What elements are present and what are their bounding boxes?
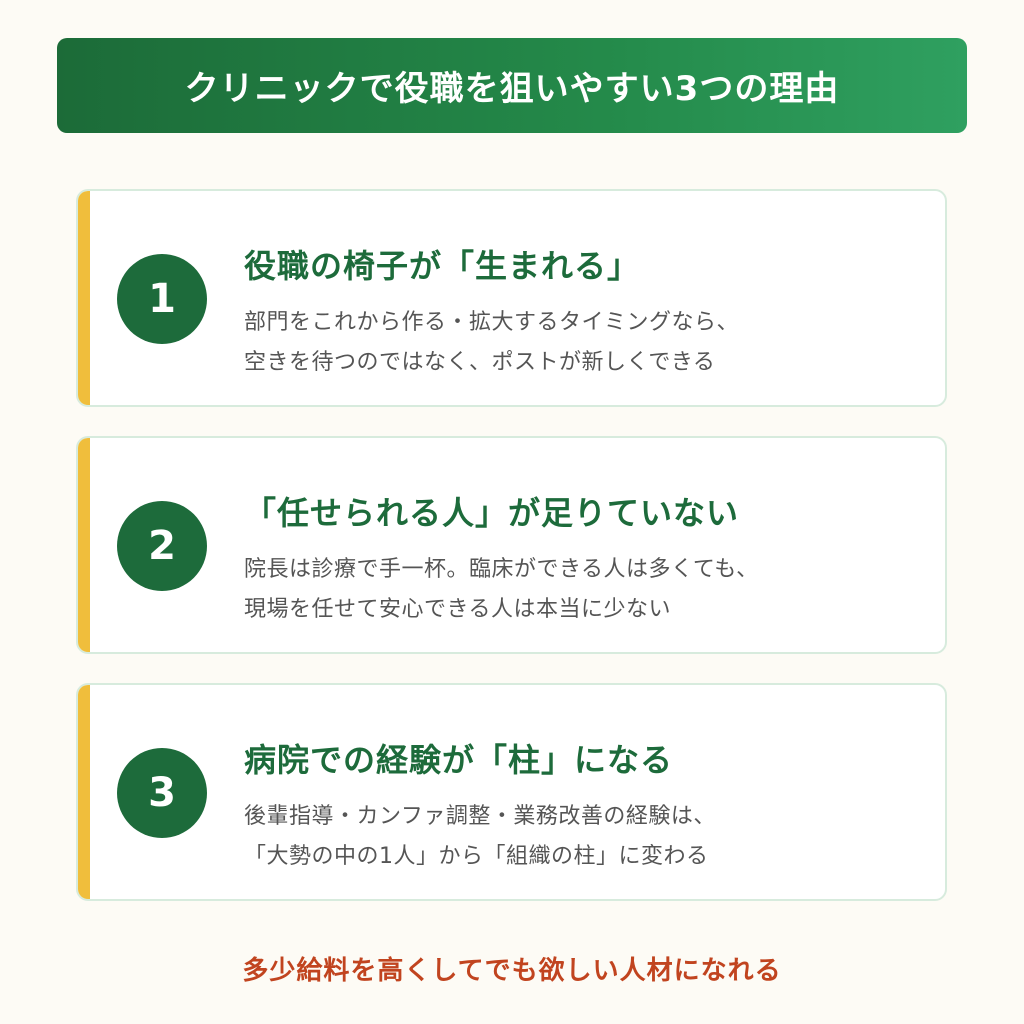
reason-title: 役職の椅子が「生まれる」 [244, 247, 641, 285]
reason-number-badge: 3 [117, 748, 207, 838]
reason-title: 「任せられる人」が足りていない [244, 494, 740, 532]
reason-number-badge: 1 [117, 254, 207, 344]
card-accent-bar [78, 685, 90, 899]
reason-description: 部門をこれから作る・拡大するタイミングなら、 空きを待つのではなく、ポストが新し… [244, 303, 739, 383]
card-accent-bar [78, 438, 90, 652]
reason-description-line: 「大勢の中の1人」から「組織の柱」に変わる [244, 844, 709, 869]
reason-card-1: 1 役職の椅子が「生まれる」 部門をこれから作る・拡大するタイミングなら、 空き… [76, 189, 947, 407]
reason-description-line: 部門をこれから作る・拡大するタイミングなら、 [244, 310, 740, 335]
reason-card-3: 3 病院での経験が「柱」になる 後輩指導・カンファ調整・業務改善の経験は、 「大… [76, 683, 947, 901]
reason-description-line: 後輩指導・カンファ調整・業務改善の経験は、 [244, 804, 716, 829]
reason-description-line: 空きを待つのではなく、ポストが新しくできる [244, 350, 716, 375]
card-accent-bar [78, 191, 90, 405]
header-banner: クリニックで役職を狙いやすい3つの理由 [57, 38, 967, 133]
reason-title: 病院での経験が「柱」になる [244, 741, 674, 779]
reason-description-line: 現場を任せて安心できる人は本当に少ない [244, 597, 672, 622]
footer-tagline: 多少給料を高くしてでも欲しい人材になれる [242, 956, 782, 986]
page-title: クリニックで役職を狙いやすい3つの理由 [184, 69, 840, 109]
reason-description: 院長は診療で手一杯。臨床ができる人は多くても、 現場を任せて安心できる人は本当に… [244, 550, 759, 630]
reason-number-badge: 2 [117, 501, 207, 591]
reason-description: 後輩指導・カンファ調整・業務改善の経験は、 「大勢の中の1人」から「組織の柱」に… [244, 797, 716, 877]
reason-description-line: 院長は診療で手一杯。臨床ができる人は多くても、 [244, 557, 759, 582]
reason-card-2: 2 「任せられる人」が足りていない 院長は診療で手一杯。臨床ができる人は多くても… [76, 436, 947, 654]
